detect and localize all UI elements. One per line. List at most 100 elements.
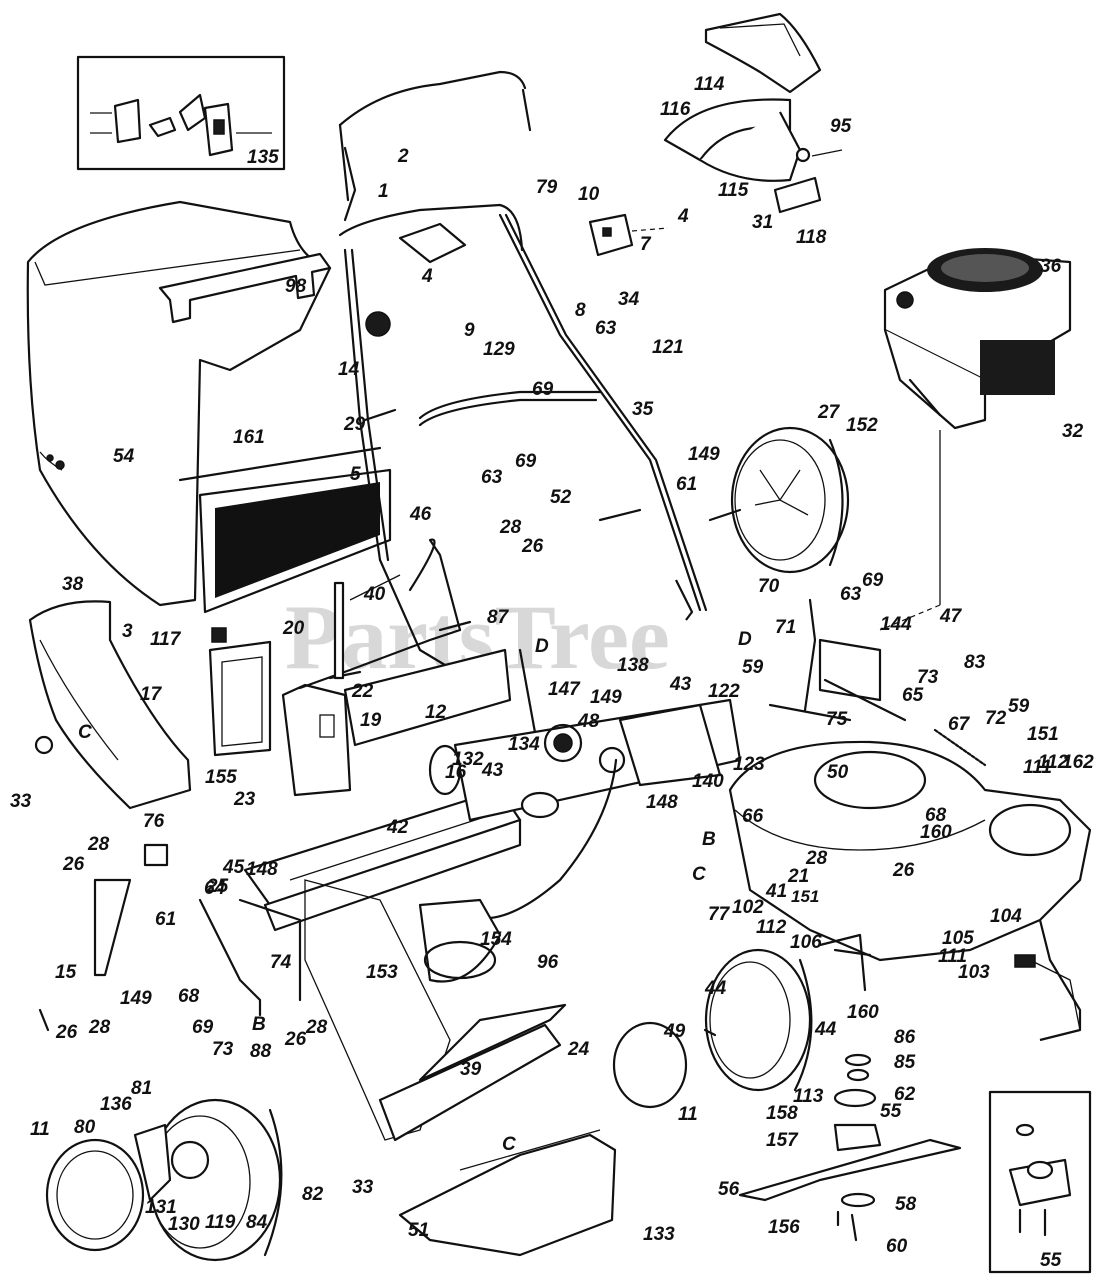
part-label: 73 <box>917 667 939 688</box>
part-label: 148 <box>646 792 678 813</box>
part-label: 29 <box>343 414 366 435</box>
part-label: 71 <box>775 617 796 638</box>
part-label: 63 <box>481 467 503 488</box>
grass-catcher-bag <box>26 200 392 614</box>
part-label: 114 <box>694 74 725 95</box>
part-label: 23 <box>233 789 256 810</box>
section-letter: B <box>252 1014 266 1035</box>
inset-blade-adapter-55 <box>988 1090 1092 1274</box>
part-label: 3 <box>122 621 133 642</box>
shift-control-assembly <box>588 12 843 257</box>
part-label: 85 <box>894 1052 916 1073</box>
part-label: 105 <box>942 928 974 949</box>
part-label: 64 <box>204 878 226 899</box>
part-label: 160 <box>847 1002 879 1023</box>
part-label: 84 <box>246 1212 268 1233</box>
part-label: 102 <box>732 897 764 918</box>
part-label: 28 <box>88 1017 111 1038</box>
part-label: 43 <box>481 760 504 781</box>
part-label: 81 <box>131 1078 152 1099</box>
part-label: 45 <box>222 857 245 878</box>
part-label: 149 <box>120 988 152 1009</box>
part-label: 162 <box>1062 752 1094 773</box>
part-label: 136 <box>100 1094 132 1115</box>
part-label: 155 <box>205 767 237 788</box>
part-label: 26 <box>62 854 85 875</box>
section-letter: B <box>702 829 716 850</box>
part-label: 38 <box>62 574 84 595</box>
part-label: 17 <box>140 684 163 705</box>
part-label: 11 <box>678 1104 698 1125</box>
part-label: 52 <box>550 487 572 508</box>
part-label: 154 <box>480 929 512 950</box>
part-label: 74 <box>270 952 292 973</box>
part-label: 153 <box>366 962 398 983</box>
part-label: 96 <box>537 952 559 973</box>
part-label: 26 <box>55 1022 78 1043</box>
part-label: 8 <box>575 300 586 321</box>
part-label: 7 <box>640 234 652 255</box>
part-label: 83 <box>964 652 986 673</box>
front-wheel-113 <box>612 948 813 1109</box>
part-label: 151 <box>791 887 819 906</box>
part-label: 104 <box>990 906 1022 927</box>
section-letter: C <box>502 1134 516 1155</box>
part-label: 75 <box>826 709 848 730</box>
part-label: 33 <box>352 1177 374 1198</box>
part-label: 26 <box>521 536 544 557</box>
part-label: 1 <box>378 181 389 202</box>
part-label: 4 <box>677 206 689 227</box>
part-label: 133 <box>643 1224 675 1245</box>
inset-label-55: 55 <box>1040 1250 1062 1271</box>
part-label: 73 <box>212 1039 234 1060</box>
inset-label-135: 135 <box>247 147 279 168</box>
part-label: 134 <box>508 734 540 755</box>
part-label: 79 <box>536 177 558 198</box>
part-label: 41 <box>765 881 787 902</box>
part-label: 25 <box>206 876 229 897</box>
part-label: 103 <box>958 962 990 983</box>
part-label: 129 <box>483 339 515 360</box>
part-label: 70 <box>758 576 780 597</box>
part-label: 121 <box>652 337 684 358</box>
part-label: 34 <box>618 289 640 310</box>
section-letter: C <box>78 722 92 743</box>
rear-wheel-lower <box>45 1098 283 1262</box>
part-label: 68 <box>178 986 200 1007</box>
part-label: 39 <box>460 1059 482 1080</box>
part-label: 86 <box>894 1027 916 1048</box>
part-label: 144 <box>880 614 912 635</box>
inset-hardware-135: 135 <box>76 55 286 171</box>
part-label: 48 <box>577 711 600 732</box>
part-label: 35 <box>632 399 654 420</box>
part-label: 31 <box>752 212 773 233</box>
part-label: 88 <box>250 1041 272 1062</box>
part-label: 77 <box>708 904 731 925</box>
part-label: 112 <box>756 917 787 938</box>
part-label: 63 <box>840 584 862 605</box>
part-label: 65 <box>902 685 924 706</box>
part-label: 62 <box>894 1084 916 1105</box>
part-label: 158 <box>766 1103 798 1124</box>
part-label: 115 <box>718 180 749 201</box>
part-label: 49 <box>663 1021 686 1042</box>
part-label: 14 <box>338 359 360 380</box>
part-label: 111 <box>1023 757 1052 778</box>
part-label: 116 <box>660 99 691 120</box>
part-label: 58 <box>895 1194 917 1215</box>
part-label: 149 <box>590 687 622 708</box>
part-label: 160 <box>920 822 952 843</box>
blade-assembly <box>738 1053 962 1242</box>
part-label: 63 <box>595 318 617 339</box>
part-label: 67 <box>948 714 971 735</box>
part-label: 24 <box>567 1039 590 1060</box>
part-label: 12 <box>425 702 447 723</box>
height-adjust-plate <box>208 581 512 797</box>
part-label: 28 <box>805 848 828 869</box>
part-label: 61 <box>155 909 176 930</box>
part-label: 123 <box>733 754 765 775</box>
part-label: 28 <box>305 1017 328 1038</box>
front-shield-133 <box>304 879 617 1257</box>
part-label: 5 <box>350 464 361 485</box>
upper-handle-assembly <box>338 70 708 762</box>
